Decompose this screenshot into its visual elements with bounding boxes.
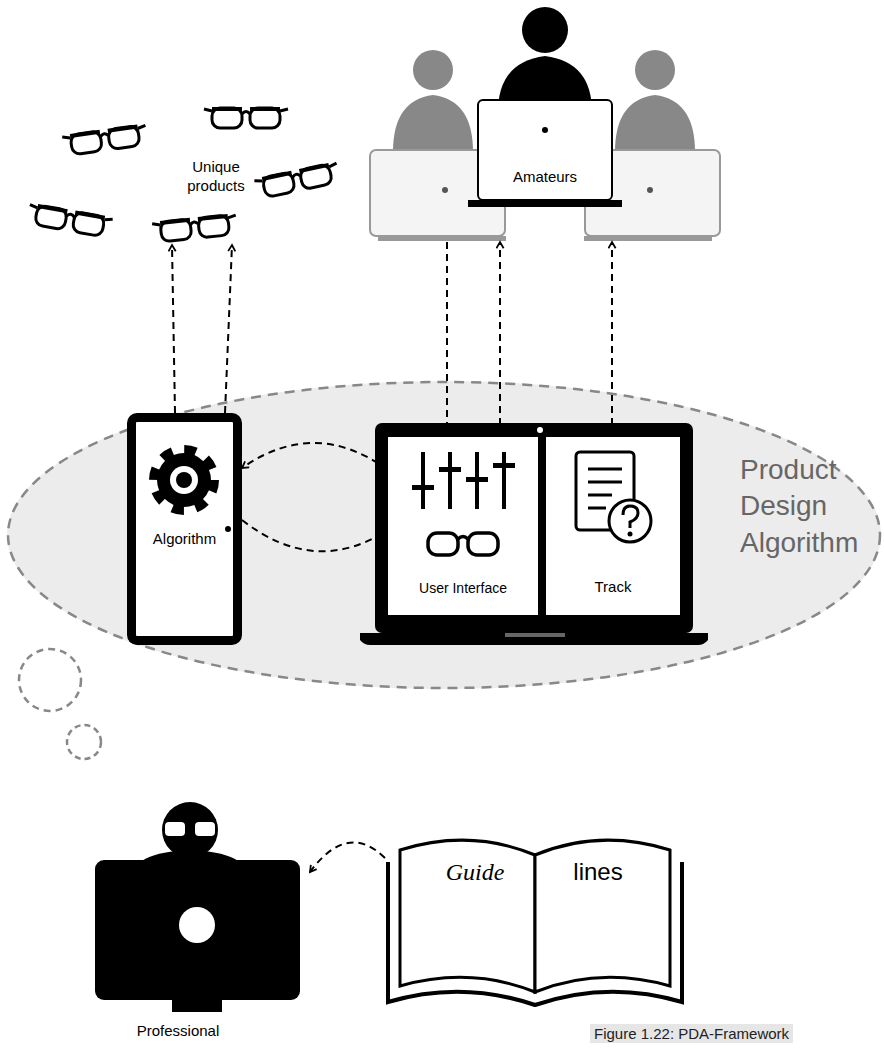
illustration-part — [542, 127, 548, 133]
illustration-part — [635, 50, 675, 90]
dashed-arrow — [225, 245, 232, 413]
book-icon — [388, 840, 682, 1005]
illustration-part — [584, 236, 712, 241]
amateurs-group: Amateurs — [368, 0, 722, 242]
people-icons — [370, 7, 720, 241]
illustration-part — [466, 477, 488, 482]
figure-caption: Figure 1.22: PDA-Framework — [590, 1024, 793, 1043]
node-label: Product Design Algorithm — [740, 452, 865, 561]
dashed-arrow — [172, 245, 175, 413]
guidelines-book: Guide lines — [385, 812, 685, 1007]
node-label: lines — [548, 858, 648, 887]
dashed-arrow — [499, 242, 501, 437]
illustration-part — [423, 452, 504, 509]
illustration-part — [537, 427, 543, 433]
node-shape — [136, 422, 233, 636]
glasses-icons — [27, 108, 341, 243]
unique-products-group: Unique products — [28, 85, 338, 245]
node-label: Amateurs — [480, 168, 610, 186]
node-label: Professional — [78, 1022, 278, 1040]
track-panel: Track — [546, 437, 680, 615]
node-label: Track — [546, 578, 680, 596]
illustration-part — [439, 467, 461, 472]
illustration-part — [162, 802, 218, 858]
illustration-part — [157, 453, 211, 507]
node-label: Guide — [425, 858, 525, 887]
illustration-part — [628, 532, 633, 537]
illustration-part — [8, 382, 880, 688]
illustration-part — [609, 500, 651, 542]
thought-bubble — [67, 725, 101, 759]
illustration-part — [623, 506, 638, 528]
region-fill — [7, 381, 881, 689]
illustration-part — [493, 463, 515, 468]
tablet-algorithm: Algorithm — [127, 413, 242, 645]
thought-bubble — [19, 649, 81, 711]
illustration-part — [468, 200, 622, 207]
dashed-arrow — [242, 520, 388, 551]
illustration-part — [165, 822, 185, 836]
framework-ellipse: Product Design AlgorithmAlgorithmUser In… — [6, 380, 882, 690]
professional-node: Professional — [78, 790, 310, 1045]
illustration-part — [423, 452, 504, 509]
illustration-part — [195, 822, 215, 836]
illustration-part — [154, 450, 214, 510]
illustration-part — [27, 204, 113, 238]
illustration-part — [535, 840, 670, 992]
node-label: Algorithm — [136, 530, 233, 548]
node-label: User Interface — [388, 580, 538, 597]
dashed-arrow — [446, 242, 448, 437]
illustration-part — [442, 187, 448, 193]
illustration-part — [428, 533, 498, 555]
illustration-part — [62, 124, 148, 155]
dashed-arrow — [242, 443, 388, 470]
dashed-arrow — [310, 842, 385, 872]
illustration-part — [170, 466, 198, 494]
illustration-part — [154, 450, 214, 510]
illustration-part — [615, 95, 695, 152]
user-interface-panel: User Interface — [388, 437, 538, 615]
illustration-part — [428, 533, 458, 555]
illustration-part — [522, 7, 568, 53]
illustration-part — [152, 214, 238, 243]
illustration-part — [378, 236, 506, 241]
illustration-part — [588, 469, 622, 508]
illustration-part — [95, 860, 300, 1000]
illustration-part — [413, 50, 453, 90]
illustration-part — [360, 633, 708, 645]
illustration-part — [375, 423, 693, 633]
illustration-part — [647, 187, 653, 193]
illustration-part — [478, 100, 612, 200]
node-label: Unique products — [176, 158, 256, 196]
illustration-part — [505, 633, 565, 637]
illustration-part — [204, 108, 288, 128]
illustration-part — [176, 472, 192, 488]
dashed-arrow — [611, 242, 613, 437]
illustration-part — [172, 1000, 222, 1012]
illustration-part — [412, 463, 515, 490]
illustration-part — [225, 526, 231, 532]
professional-icon — [95, 802, 300, 1012]
illustration-part — [400, 840, 535, 992]
illustration-part — [254, 162, 340, 199]
illustration-part — [179, 907, 215, 943]
illustration-part — [458, 537, 468, 540]
laptop-frame — [360, 423, 708, 645]
illustration-part — [393, 95, 473, 152]
illustration-part — [468, 533, 498, 555]
illustration-part — [412, 485, 434, 490]
